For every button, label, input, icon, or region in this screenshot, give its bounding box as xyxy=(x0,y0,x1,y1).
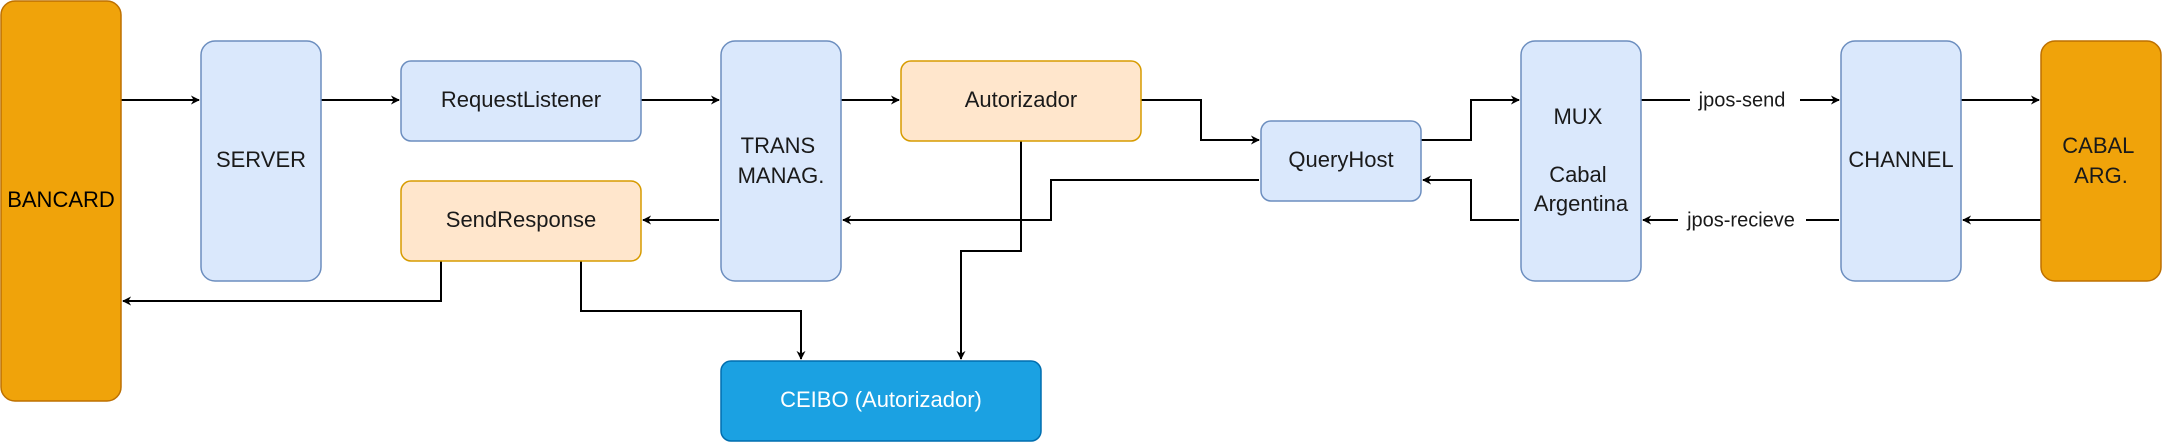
node-query-host-label: QueryHost xyxy=(1288,147,1393,172)
node-request-listener[interactable]: RequestListener xyxy=(400,60,642,142)
edge-query-host-to-mux xyxy=(1421,95,1520,141)
node-mux[interactable]: MUX Cabal Argentina xyxy=(1520,40,1642,282)
node-cabal-arg[interactable]: CABAL ARG. xyxy=(2040,40,2162,282)
edge-autorizador-to-ceibo xyxy=(956,140,1022,360)
node-query-host[interactable]: QueryHost xyxy=(1260,120,1422,202)
node-autorizador-label: Autorizador xyxy=(965,87,1078,112)
node-channel[interactable]: CHANNEL xyxy=(1840,40,1962,282)
edge-labels: jpos-send jpos-recieve xyxy=(1678,89,1806,231)
node-mux-label: MUX Cabal Argentina xyxy=(1534,104,1629,216)
node-trans-manag-label: TRANS MANAG. xyxy=(738,133,825,188)
node-server-label: SERVER xyxy=(216,147,306,172)
edge-query-host-to-trans-manag xyxy=(842,179,1259,225)
edge-send-response-to-bancard xyxy=(122,260,442,306)
label-jpos-recieve: jpos-recieve xyxy=(1686,209,1795,231)
edges xyxy=(121,95,2041,360)
node-send-response-label: SendResponse xyxy=(446,207,596,232)
node-trans-manag[interactable]: TRANS MANAG. xyxy=(720,40,842,282)
edge-mux-to-query-host xyxy=(1422,175,1519,221)
node-bancard-label: BANCARD xyxy=(7,187,115,212)
node-cabal-arg-label: CABAL ARG. xyxy=(2062,133,2139,188)
edge-autorizador-to-query-host xyxy=(1141,99,1260,145)
edge-send-response-to-ceibo xyxy=(580,260,806,360)
node-bancard[interactable]: BANCARD xyxy=(0,0,122,402)
label-jpos-send: jpos-send xyxy=(1698,89,1786,111)
node-server[interactable]: SERVER xyxy=(200,40,322,282)
node-channel-label: CHANNEL xyxy=(1848,147,1953,172)
node-ceibo[interactable]: CEIBO (Autorizador) xyxy=(720,360,1042,442)
node-send-response[interactable]: SendResponse xyxy=(400,180,642,262)
node-autorizador[interactable]: Autorizador xyxy=(900,60,1142,142)
node-request-listener-label: RequestListener xyxy=(441,87,601,112)
node-ceibo-label: CEIBO (Autorizador) xyxy=(780,387,982,412)
